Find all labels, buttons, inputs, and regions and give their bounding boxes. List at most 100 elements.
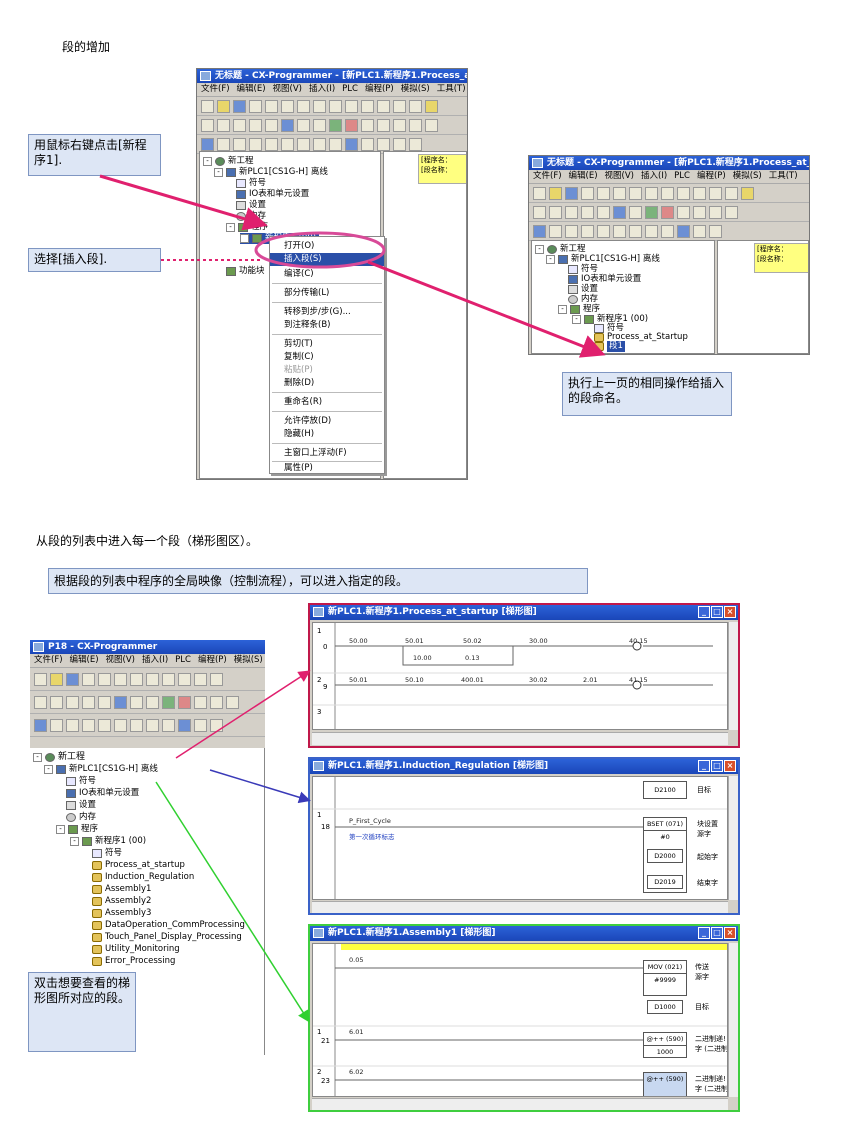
close-icon[interactable]: × xyxy=(724,606,736,618)
output-icon[interactable] xyxy=(645,205,658,219)
print-icon[interactable] xyxy=(265,99,278,113)
tree-symbols[interactable]: 符号 xyxy=(236,178,266,189)
address-ref-icon[interactable] xyxy=(581,224,594,238)
tree-section-assembly2[interactable]: Assembly2 xyxy=(92,896,151,907)
cut-icon[interactable] xyxy=(297,99,310,113)
grid-icon[interactable] xyxy=(98,695,111,709)
save-icon[interactable] xyxy=(565,186,578,200)
transfer-icon[interactable] xyxy=(210,718,223,732)
tree-function-blocks[interactable]: 功能块 xyxy=(226,266,265,277)
tree-plc[interactable]: -新PLC1[CS1G-H] 离线 xyxy=(546,254,660,265)
tree-section-assembly1[interactable]: Assembly1 xyxy=(92,884,151,895)
help-icon[interactable] xyxy=(741,186,754,200)
global-icon[interactable] xyxy=(677,224,690,238)
watch-icon[interactable] xyxy=(146,695,159,709)
collapse-icon[interactable]: - xyxy=(33,753,42,762)
menu-simulate[interactable]: 模拟(S) xyxy=(400,84,430,94)
tree-memory[interactable]: 内存 xyxy=(236,211,266,222)
horizontal-scrollbar[interactable] xyxy=(312,732,728,745)
collapse-icon[interactable]: - xyxy=(558,305,567,314)
preview-icon[interactable] xyxy=(281,99,294,113)
tree-plc[interactable]: -新PLC1[CS1G-H] 离线 xyxy=(214,167,328,178)
tree-section-error[interactable]: Error_Processing xyxy=(92,956,175,967)
zoom-icon[interactable] xyxy=(34,695,47,709)
monitor-icon[interactable] xyxy=(178,695,191,709)
save-icon[interactable] xyxy=(66,672,79,686)
grid-icon[interactable] xyxy=(265,118,278,132)
print-icon[interactable] xyxy=(597,186,610,200)
menu-item-delete[interactable]: 删除(D) xyxy=(284,378,315,388)
menu-item-goto-comment[interactable]: 到注释条(B) xyxy=(284,320,331,330)
minimize-icon[interactable]: _ xyxy=(698,760,710,772)
replace-icon[interactable] xyxy=(393,99,406,113)
menu-program[interactable]: 编程(P) xyxy=(197,655,227,665)
minimize-icon[interactable]: _ xyxy=(698,927,710,939)
tree-symbols[interactable]: 符号 xyxy=(66,776,96,787)
or-contact-icon[interactable] xyxy=(409,118,422,132)
menu-plc[interactable]: PLC xyxy=(342,84,358,94)
upload-icon[interactable] xyxy=(409,137,422,151)
collapse-icon[interactable]: - xyxy=(546,255,555,264)
properties-icon[interactable] xyxy=(265,137,278,151)
select-icon[interactable] xyxy=(677,205,690,219)
undo-icon[interactable] xyxy=(178,672,191,686)
properties-icon[interactable] xyxy=(597,224,610,238)
menu-tools[interactable]: 工具(T) xyxy=(436,84,466,94)
close-icon[interactable]: × xyxy=(724,927,736,939)
collapse-icon[interactable]: - xyxy=(203,157,212,166)
menu-tools[interactable]: 工具(T) xyxy=(768,171,798,181)
collapse-icon[interactable]: - xyxy=(535,245,544,254)
open-icon[interactable] xyxy=(217,99,230,113)
global-icon[interactable] xyxy=(345,137,358,151)
symbol-icon[interactable] xyxy=(114,695,127,709)
menu-simulate[interactable]: 模拟(S) xyxy=(233,655,263,665)
collapse-icon[interactable]: - xyxy=(240,234,249,243)
tree-io-table[interactable]: IO表和单元设置 xyxy=(236,189,309,200)
watch-window-icon[interactable] xyxy=(233,137,246,151)
zoom-icon[interactable] xyxy=(533,205,546,219)
compare-icon[interactable] xyxy=(249,99,262,113)
maximize-icon[interactable]: □ xyxy=(711,606,723,618)
local-icon[interactable] xyxy=(661,224,674,238)
output-window-icon[interactable] xyxy=(549,224,562,238)
tree-section-new[interactable]: 段1 xyxy=(594,341,625,352)
watch-window-icon[interactable] xyxy=(565,224,578,238)
watch-window-icon[interactable] xyxy=(66,718,79,732)
collapse-icon[interactable]: - xyxy=(214,168,223,177)
local-icon[interactable] xyxy=(329,137,342,151)
zoom-out-icon[interactable] xyxy=(565,205,578,219)
menu-view[interactable]: 视图(V) xyxy=(272,84,302,94)
menu-edit[interactable]: 编辑(E) xyxy=(69,655,99,665)
output-window-icon[interactable] xyxy=(50,718,63,732)
compare-icon[interactable] xyxy=(581,186,594,200)
menu-file[interactable]: 文件(F) xyxy=(34,655,63,665)
menu-item-rename[interactable]: 重命名(R) xyxy=(284,397,323,407)
find-icon[interactable] xyxy=(210,672,223,686)
undo-icon[interactable] xyxy=(677,186,690,200)
tree-project[interactable]: -新工程 xyxy=(203,156,254,167)
undo-icon[interactable] xyxy=(345,99,358,113)
select-icon[interactable] xyxy=(361,118,374,132)
tree-io-table[interactable]: IO表和单元设置 xyxy=(66,788,139,799)
workspace-icon[interactable] xyxy=(201,137,214,151)
section-icon[interactable] xyxy=(114,718,127,732)
maximize-icon[interactable]: □ xyxy=(711,760,723,772)
address-ref-icon[interactable] xyxy=(82,718,95,732)
ladder-icon[interactable] xyxy=(130,718,143,732)
menu-insert[interactable]: 插入(I) xyxy=(641,171,668,181)
nc-contact-icon[interactable] xyxy=(393,118,406,132)
global-icon[interactable] xyxy=(178,718,191,732)
zoom-fit-icon[interactable] xyxy=(581,205,594,219)
zoom-in-icon[interactable] xyxy=(217,118,230,132)
contact-icon[interactable] xyxy=(377,118,390,132)
tree-section-touch-panel[interactable]: Touch_Panel_Display_Processing xyxy=(92,932,242,943)
cut-icon[interactable] xyxy=(629,186,642,200)
monitor-icon[interactable] xyxy=(345,118,358,132)
properties-icon[interactable] xyxy=(98,718,111,732)
output-icon[interactable] xyxy=(329,118,342,132)
monitor-icon[interactable] xyxy=(661,205,674,219)
menu-insert[interactable]: 插入(I) xyxy=(309,84,336,94)
workspace-icon[interactable] xyxy=(34,718,47,732)
menu-item-copy[interactable]: 复制(C) xyxy=(284,352,314,362)
comment-icon[interactable] xyxy=(297,118,310,132)
